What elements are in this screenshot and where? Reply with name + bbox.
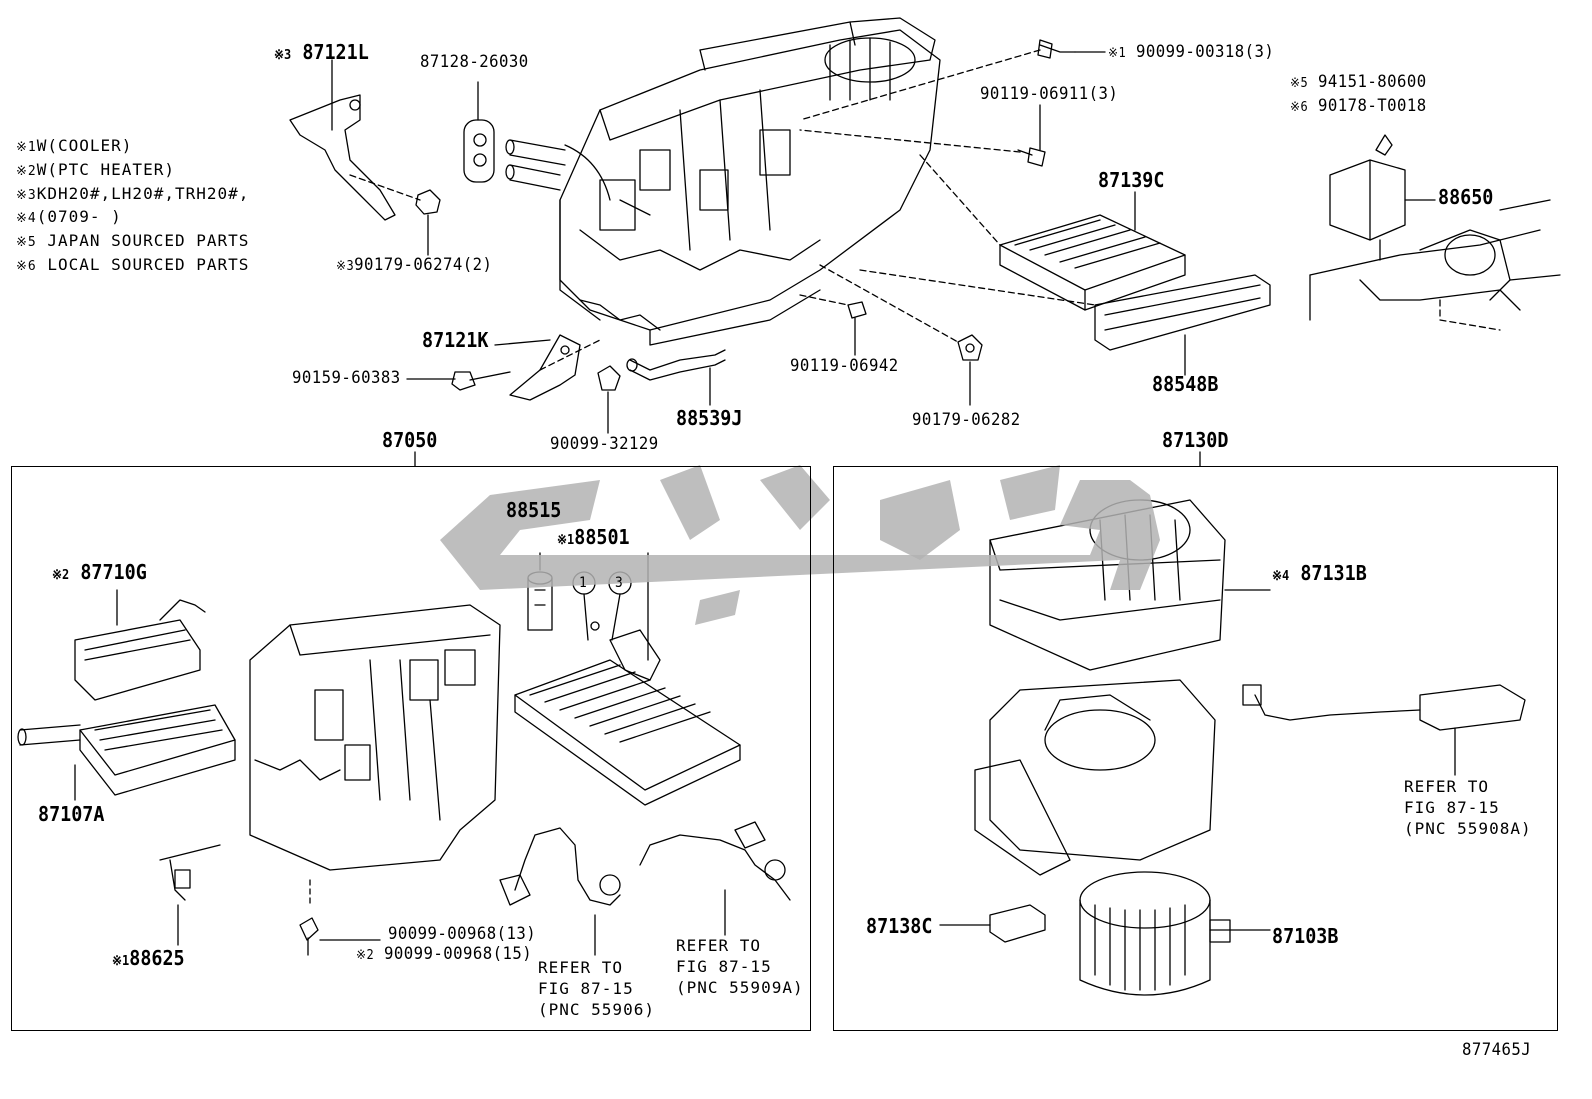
refer-note-55906: REFER TO FIG 87-15 (PNC 55906) xyxy=(538,958,655,1019)
label-87139C: 87139C xyxy=(1098,168,1165,192)
screw-90099-00968-drawing xyxy=(299,917,381,956)
circle-label-3: 3 xyxy=(615,575,624,591)
label-88548B: 88548B xyxy=(1152,372,1219,396)
nut-90179-06274-drawing xyxy=(415,189,441,256)
note-2: ※2W(PTC HEATER) xyxy=(16,160,175,179)
label-90179-06274: ※390179-06274(2) xyxy=(336,255,493,275)
bolt-90119-06911-drawing xyxy=(799,104,1046,167)
refer-note-55908a: REFER TO FIG 87-15 (PNC 55908A) xyxy=(1404,777,1532,838)
bracket-87121K-drawing xyxy=(494,334,601,401)
note-5: ※5 JAPAN SOURCED PARTS xyxy=(16,231,250,250)
hose-88539J-drawing xyxy=(626,349,726,406)
label-90179-06282: 90179-06282 xyxy=(912,410,1021,430)
label-90119-06942: 90119-06942 xyxy=(790,356,899,376)
label-90099-00318: ※1 90099-00318(3) xyxy=(1108,42,1275,62)
heater-core-87107A-drawing xyxy=(17,704,236,801)
label-90178-T0018: ※6 90178-T0018 xyxy=(1290,96,1427,116)
grommet-90099-32129-drawing xyxy=(597,365,621,434)
note-6: ※6 LOCAL SOURCED PARTS xyxy=(16,255,250,274)
screw-90159-60383-drawing xyxy=(406,371,511,391)
bolt-90119-06942-drawing xyxy=(799,294,867,356)
label-94151-80600: ※5 94151-80600 xyxy=(1290,72,1427,92)
label-90099-32129: 90099-32129 xyxy=(550,434,659,454)
note-1: ※1W(COOLER) xyxy=(16,136,133,155)
resistor-87138C-drawing xyxy=(939,904,1046,943)
sensor-88625-drawing xyxy=(159,844,221,946)
label-87131B: ※4 87131B xyxy=(1272,561,1367,585)
filter-87139C-drawing xyxy=(919,154,1186,311)
nut-90179-06282-drawing xyxy=(819,264,983,406)
left-box-title: 87050 xyxy=(382,428,438,452)
amplifier-88650-drawing xyxy=(1309,134,1561,331)
bracket-87121L-drawing xyxy=(289,59,421,221)
label-88625: ※188625 xyxy=(112,946,185,970)
label-90159-60383: 90159-60383 xyxy=(292,368,401,388)
label-87103B: 87103B xyxy=(1272,924,1339,948)
circle-label-1: 1 xyxy=(579,575,588,591)
hvac-unit-assembly-drawing xyxy=(505,17,941,346)
wire-harness-box-right-drawing xyxy=(1242,684,1526,776)
blower-housing-drawing xyxy=(974,679,1216,876)
label-87138C: 87138C xyxy=(866,914,933,938)
grommet-87128-drawing xyxy=(463,81,495,183)
label-87128-26030: 87128-26030 xyxy=(420,52,529,72)
figure-id: 877465J xyxy=(1462,1040,1532,1060)
cover-88548B-drawing xyxy=(859,269,1271,376)
right-assembly-box xyxy=(833,466,1558,1031)
label-88501: ※188501 xyxy=(557,525,630,549)
wire-harness-left-drawing xyxy=(499,827,621,956)
note-3: ※3KDH20#,LH20#,TRH20#, xyxy=(16,184,250,203)
wire-harness-right-drawing xyxy=(639,821,791,936)
label-87710G: ※2 87710G xyxy=(52,560,147,584)
bolt-90099-00318-drawing xyxy=(799,39,1106,121)
label-88539J: 88539J xyxy=(676,406,743,430)
left-assembly-box xyxy=(11,466,811,1031)
right-box-title: 87130D xyxy=(1162,428,1229,452)
note-4: ※4(0709- ) xyxy=(16,207,122,226)
label-87121L: ※3 87121L xyxy=(274,40,369,64)
label-88515: 88515 xyxy=(506,498,562,522)
heater-unit-87050-drawing xyxy=(249,604,501,906)
label-88650: 88650 xyxy=(1438,185,1494,209)
label-87121K: 87121K xyxy=(422,328,489,352)
label-90119-06911: 90119-06911(3) xyxy=(980,84,1119,104)
ptc-heater-87710G-drawing xyxy=(74,589,206,701)
refer-note-55909a: REFER TO FIG 87-15 (PNC 55909A) xyxy=(676,936,804,997)
label-90099-00968-13: 90099-00968(13) xyxy=(388,924,537,944)
label-90099-00968-15: ※2 90099-00968(15) xyxy=(356,944,533,964)
blower-motor-87103B-drawing xyxy=(1079,871,1271,996)
label-87107A: 87107A xyxy=(38,802,105,826)
